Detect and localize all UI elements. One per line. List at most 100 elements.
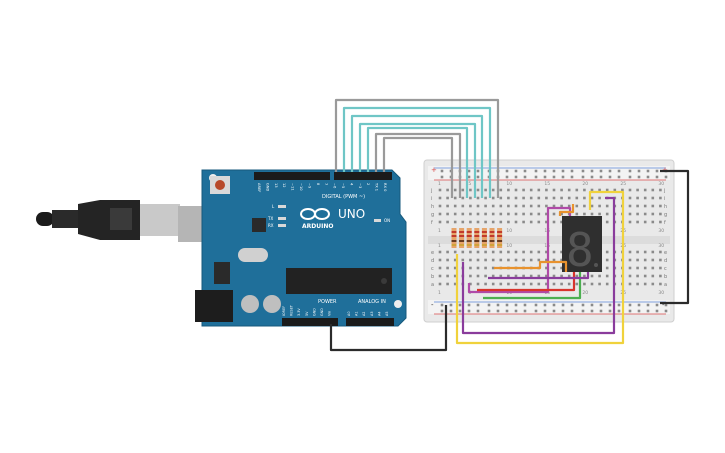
rail-hole[interactable] <box>570 303 574 307</box>
breadboard-hole[interactable] <box>507 212 510 216</box>
breadboard-hole[interactable] <box>636 250 639 254</box>
breadboard-hole[interactable] <box>453 204 457 208</box>
breadboard-hole[interactable] <box>605 212 609 216</box>
breadboard-hole[interactable] <box>651 274 655 278</box>
breadboard-hole[interactable] <box>537 258 541 262</box>
resistor[interactable] <box>459 244 465 246</box>
breadboard-hole[interactable] <box>522 204 525 208</box>
breadboard-hole[interactable] <box>507 188 510 192</box>
breadboard-hole[interactable] <box>590 274 594 278</box>
breadboard-hole[interactable] <box>522 250 525 254</box>
breadboard-hole[interactable] <box>560 196 563 200</box>
wire[interactable] <box>455 190 625 345</box>
breadboard-hole[interactable] <box>651 212 655 216</box>
rail-hole[interactable] <box>581 303 585 307</box>
breadboard-hole[interactable] <box>438 282 442 286</box>
breadboard-hole[interactable] <box>575 282 579 286</box>
breadboard-hole[interactable] <box>529 258 533 262</box>
rail-hole[interactable] <box>534 309 538 313</box>
breadboard-hole[interactable] <box>537 212 541 216</box>
breadboard-hole[interactable] <box>514 282 518 286</box>
breadboard-hole[interactable] <box>469 220 472 224</box>
breadboard-hole[interactable] <box>537 274 541 278</box>
rail-hole[interactable] <box>581 169 585 173</box>
breadboard-hole[interactable] <box>628 204 632 208</box>
breadboard-hole[interactable] <box>567 196 571 200</box>
rail-hole[interactable] <box>552 309 556 313</box>
rail-hole[interactable] <box>617 309 621 313</box>
breadboard-hole[interactable] <box>545 212 548 216</box>
breadboard-hole[interactable] <box>469 212 472 216</box>
breadboard-hole[interactable] <box>552 212 556 216</box>
breadboard-hole[interactable] <box>560 266 563 270</box>
breadboard-hole[interactable] <box>453 250 457 254</box>
rail-hole[interactable] <box>440 303 444 307</box>
breadboard-hole[interactable] <box>499 204 503 208</box>
breadboard-hole[interactable] <box>567 274 571 278</box>
wire[interactable] <box>488 272 590 280</box>
breadboard-hole[interactable] <box>583 188 586 192</box>
rail-hole[interactable] <box>476 303 480 307</box>
rail-hole[interactable] <box>590 303 594 307</box>
breadboard-hole[interactable] <box>484 274 487 278</box>
breadboard-hole[interactable] <box>469 274 472 278</box>
breadboard-hole[interactable] <box>491 220 495 224</box>
wire[interactable] <box>467 206 572 294</box>
breadboard-hole[interactable] <box>491 266 495 270</box>
wire[interactable] <box>660 169 690 305</box>
resistor[interactable] <box>451 244 457 246</box>
breadboard-hole[interactable] <box>583 196 586 200</box>
breadboard-hole[interactable] <box>621 188 624 192</box>
breadboard-hole[interactable] <box>499 196 503 200</box>
breadboard-hole[interactable] <box>476 204 480 208</box>
breadboard-hole[interactable] <box>446 274 449 278</box>
seven-segment-display[interactable]: 8 <box>562 216 602 277</box>
rail-hole[interactable] <box>637 169 641 173</box>
rail-hole[interactable] <box>487 309 491 313</box>
breadboard-hole[interactable] <box>651 282 655 286</box>
breadboard-hole[interactable] <box>446 220 449 224</box>
breadboard-hole[interactable] <box>659 220 662 224</box>
rail-hole[interactable] <box>523 175 527 179</box>
rail-hole[interactable] <box>599 309 603 313</box>
breadboard-hole[interactable] <box>446 196 449 200</box>
breadboard-hole[interactable] <box>514 250 518 254</box>
breadboard-hole[interactable] <box>643 274 647 278</box>
breadboard-hole[interactable] <box>545 188 548 192</box>
wire[interactable] <box>374 132 462 198</box>
wire[interactable] <box>382 136 454 198</box>
rail-hole[interactable] <box>646 309 650 313</box>
breadboard-hole[interactable] <box>461 196 465 200</box>
breadboard-hole[interactable] <box>651 266 655 270</box>
breadboard-hole[interactable] <box>659 204 662 208</box>
breadboard-hole[interactable] <box>514 258 518 262</box>
breadboard-hole[interactable] <box>491 204 495 208</box>
rail-hole[interactable] <box>467 175 471 179</box>
breadboard-hole[interactable] <box>484 220 487 224</box>
breadboard-hole[interactable] <box>567 282 571 286</box>
rail-hole[interactable] <box>523 303 527 307</box>
breadboard-hole[interactable] <box>651 196 655 200</box>
wire[interactable] <box>350 114 484 198</box>
breadboard-hole[interactable] <box>583 282 586 286</box>
breadboard-hole[interactable] <box>461 204 465 208</box>
breadboard-hole[interactable] <box>643 212 647 216</box>
rail-hole[interactable] <box>487 303 491 307</box>
breadboard-hole[interactable] <box>605 204 609 208</box>
breadboard-hole[interactable] <box>499 258 503 262</box>
breadboard-hole[interactable] <box>507 274 510 278</box>
breadboard-hole[interactable] <box>552 204 556 208</box>
breadboard-hole[interactable] <box>461 188 465 192</box>
breadboard-hole[interactable] <box>545 274 548 278</box>
rail-hole[interactable] <box>570 169 574 173</box>
rail-hole[interactable] <box>628 303 632 307</box>
rail-hole[interactable] <box>628 169 632 173</box>
breadboard-hole[interactable] <box>522 196 525 200</box>
breadboard-hole[interactable] <box>469 250 472 254</box>
breadboard-hole[interactable] <box>438 220 442 224</box>
rail-hole[interactable] <box>514 309 518 313</box>
rail-hole[interactable] <box>581 175 585 179</box>
rail-hole[interactable] <box>570 309 574 313</box>
breadboard-hole[interactable] <box>628 266 632 270</box>
breadboard-hole[interactable] <box>613 188 617 192</box>
